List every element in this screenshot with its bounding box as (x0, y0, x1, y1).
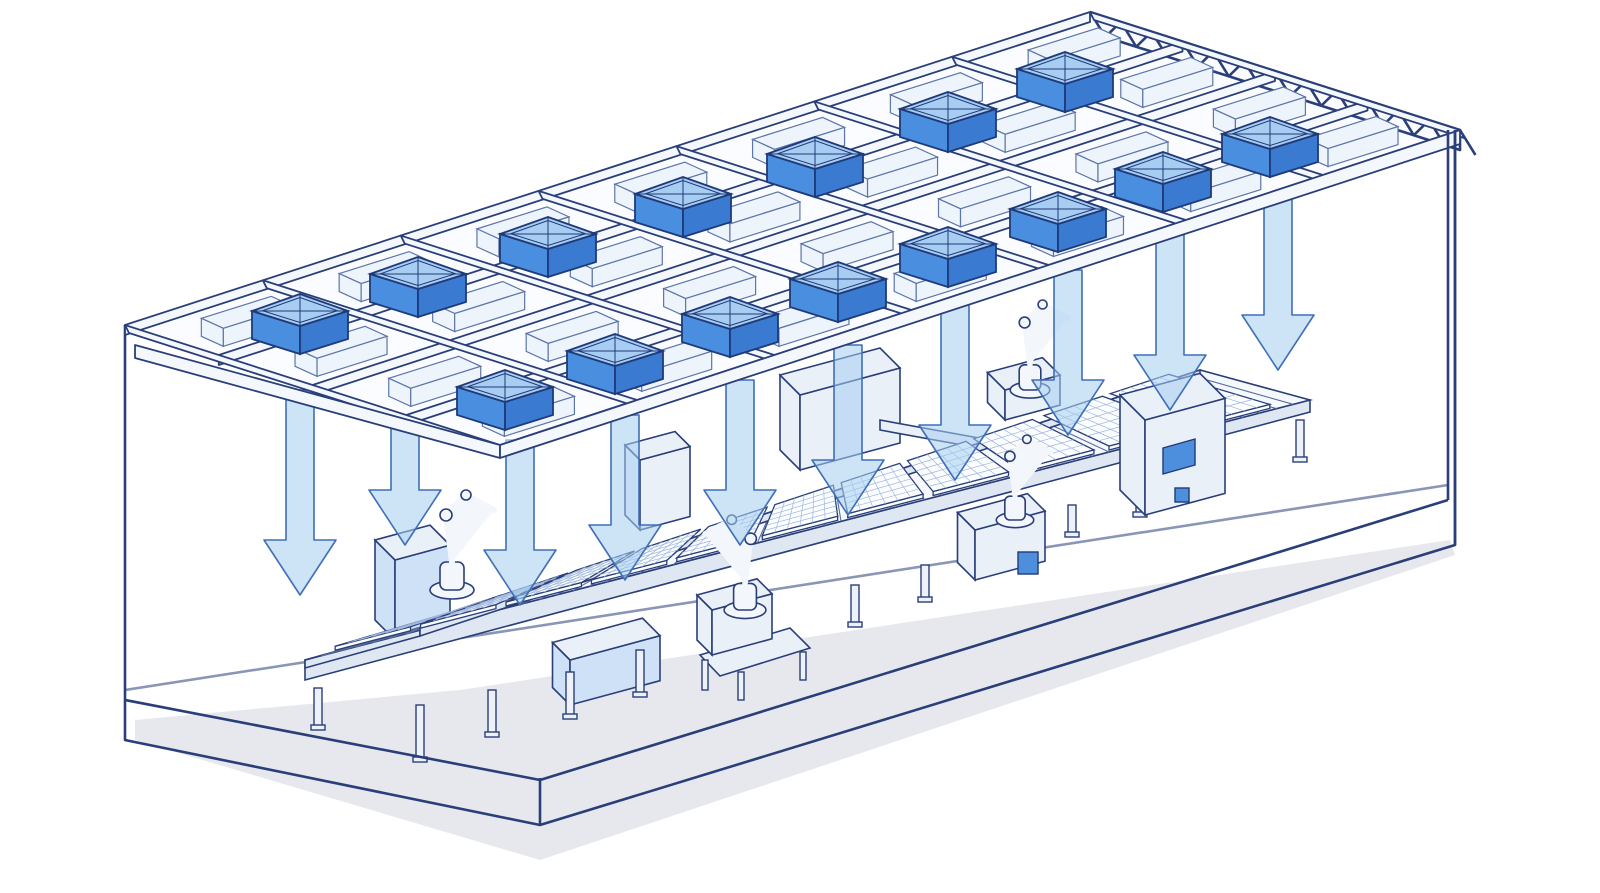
conveyor-leg (920, 564, 930, 601)
solar-panel-icon (761, 484, 839, 541)
robot-arm-icon (995, 434, 1054, 529)
conveyor-leg (635, 649, 645, 696)
conveyor-leg (1295, 419, 1305, 461)
fan-filter-unit-icon (1219, 116, 1321, 179)
fan-filter-unit-icon (1007, 191, 1109, 254)
control-screen (1162, 438, 1196, 475)
conveyor-leg (1067, 504, 1077, 536)
fan-filter-unit-icon (787, 261, 889, 324)
side-beam (499, 129, 1461, 459)
solar-panel-icon (840, 462, 925, 519)
control-cabinet-icon (1118, 372, 1227, 517)
fan-filter-unit-icon (897, 91, 999, 154)
airflow-arrow-icon (703, 379, 777, 546)
conveyor-leg (487, 689, 497, 736)
fan-filter-unit-icon (632, 176, 734, 239)
airflow-arrow-icon (1031, 269, 1105, 436)
airflow-arrow-icon (483, 439, 557, 606)
fan-filter-unit-icon (454, 369, 556, 432)
airflow-arrow-icon (811, 344, 885, 516)
fan-filter-unit-icon (679, 296, 781, 359)
conveyor-leg (415, 704, 425, 761)
fan-filter-unit-icon (497, 216, 599, 279)
airflow-arrow-icon (1241, 194, 1315, 371)
robot-arm-icon (429, 489, 497, 600)
fan-filter-units (249, 51, 1321, 432)
conveyor-leg (565, 671, 575, 718)
fan-filter-unit-icon (764, 136, 866, 199)
fan-filter-unit-icon (897, 226, 999, 289)
conveyor-leg (850, 584, 860, 626)
airflow-arrow-icon (263, 389, 337, 596)
conveyor-leg (313, 687, 323, 729)
airflow-arrow-icon (918, 304, 992, 481)
back-machines (373, 347, 1062, 707)
airflow-arrow-icon (588, 414, 662, 581)
fan-filter-unit-icon (564, 333, 666, 396)
solar-panel-icon (334, 594, 503, 652)
fan-filter-unit-icon (367, 256, 469, 319)
airflow-arrows (263, 194, 1315, 606)
fan-filter-unit-icon (249, 293, 351, 356)
solar-panel-icon (505, 550, 635, 607)
conveyor-line (304, 368, 1314, 763)
floor-shadow (135, 540, 1455, 860)
airflow-arrow-icon (1133, 234, 1207, 411)
pedestal-indicator (1017, 551, 1039, 575)
enclosure-front (123, 130, 1457, 827)
fan-filter-unit-icon (1014, 51, 1116, 114)
fan-filter-unit-icon (1112, 151, 1214, 214)
